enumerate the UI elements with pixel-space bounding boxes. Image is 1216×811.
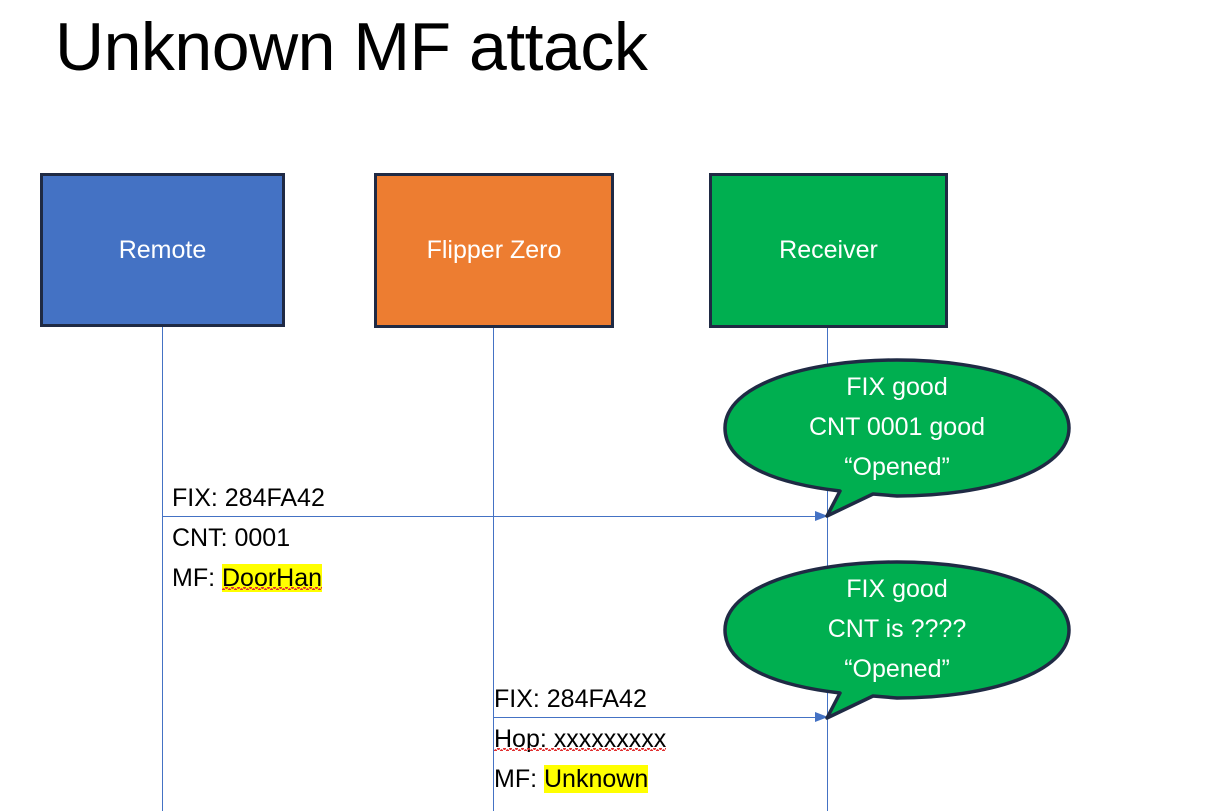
message-mf-prefix: MF: [494, 765, 544, 793]
actor-label-remote: Remote [118, 235, 207, 264]
actor-box-remote[interactable]: Remote [40, 173, 285, 327]
message-mf-value-highlighted: DoorHan [222, 564, 323, 592]
message-line-hop: Hop: xxxxxxxxx [494, 719, 666, 759]
message-label-flipper-to-receiver: FIX: 284FA42 Hop: xxxxxxxxx MF: Unknown [494, 679, 666, 799]
lifeline-remote [162, 327, 163, 811]
message-arrow-flipper-to-receiver [494, 712, 828, 722]
message-line-fix: FIX: 284FA42 [494, 685, 647, 713]
message-mf-prefix: MF: [172, 564, 222, 592]
actor-label-flipper-zero: Flipper Zero [426, 236, 562, 264]
page-title: Unknown MF attack [55, 9, 648, 85]
message-arrow-remote-to-receiver [163, 511, 828, 521]
speech-bubble-shape-icon [723, 358, 1071, 518]
message-hop-value: Hop: xxxxxxxxx [494, 725, 667, 753]
message-line-mf: MF: DoorHan [172, 558, 325, 598]
speech-bubble-receiver-first[interactable]: FIX good CNT 0001 good “Opened” [723, 358, 1071, 518]
message-line-mf: MF: Unknown [494, 759, 666, 799]
actor-box-flipper-zero[interactable]: Flipper Zero [374, 173, 614, 328]
message-mf-value-highlighted: Unknown [544, 765, 649, 793]
message-label-remote-to-receiver: FIX: 284FA42 CNT: 0001 MF: DoorHan [172, 478, 325, 598]
lifeline-flipper-zero [493, 328, 494, 811]
speech-bubble-shape-icon [723, 560, 1071, 720]
message-line-fix: FIX: 284FA42 [172, 484, 325, 512]
speech-bubble-receiver-second[interactable]: FIX good CNT is ???? “Opened” [723, 560, 1071, 720]
actor-label-receiver: Receiver [779, 236, 878, 264]
message-line-cnt: CNT: 0001 [172, 524, 291, 552]
actor-box-receiver[interactable]: Receiver [709, 173, 948, 328]
